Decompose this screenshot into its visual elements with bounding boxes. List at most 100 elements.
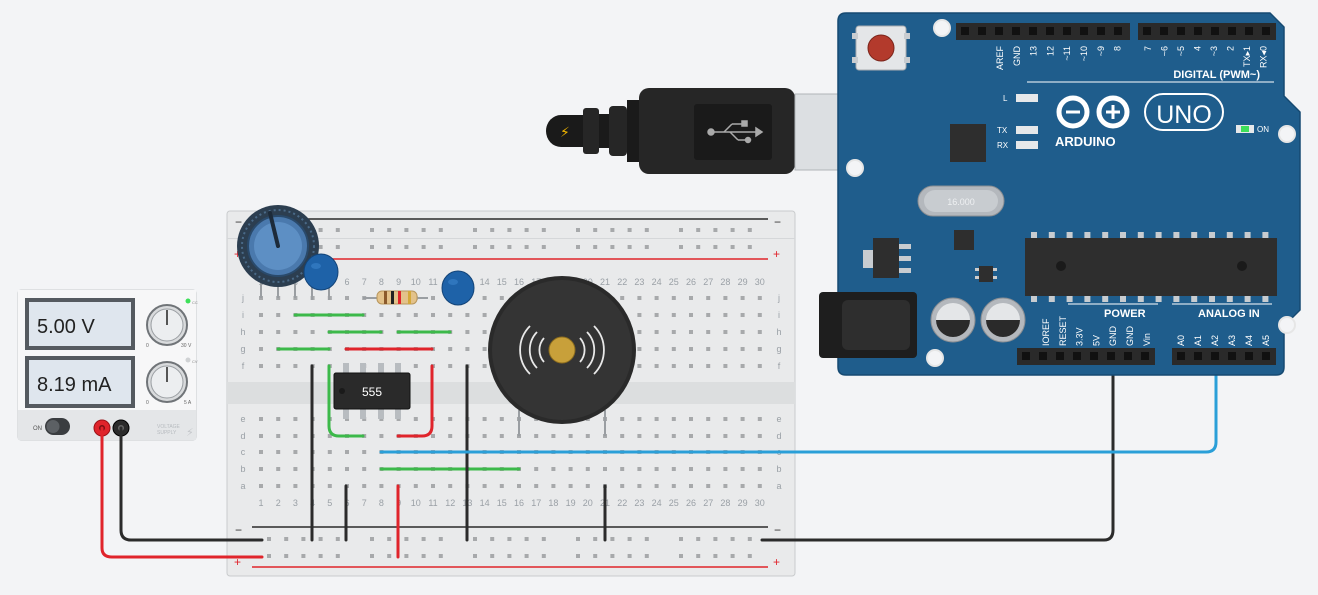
rail-hole[interactable]: [593, 554, 598, 558]
hole[interactable]: [689, 434, 693, 438]
rail-hole[interactable]: [627, 537, 632, 541]
current-knob[interactable]: [146, 361, 188, 403]
rail-hole[interactable]: [696, 245, 701, 249]
hole[interactable]: [757, 313, 762, 317]
hole[interactable]: [499, 417, 504, 421]
hole[interactable]: [259, 450, 263, 454]
hole[interactable]: [259, 347, 263, 351]
hole[interactable]: [637, 434, 642, 438]
header-pin[interactable]: [1160, 27, 1168, 35]
rail-hole[interactable]: [524, 554, 529, 558]
hole[interactable]: [620, 484, 625, 488]
rail-hole[interactable]: [524, 228, 529, 232]
rail-hole[interactable]: [541, 228, 546, 232]
rail-hole[interactable]: [318, 554, 323, 558]
rail-hole[interactable]: [627, 554, 632, 558]
rail-hole[interactable]: [713, 228, 718, 232]
hole[interactable]: [379, 434, 384, 438]
hole[interactable]: [706, 484, 711, 488]
rail-hole[interactable]: [318, 228, 323, 232]
hole[interactable]: [706, 330, 711, 334]
hole[interactable]: [671, 330, 676, 334]
header-pin[interactable]: [1080, 27, 1088, 35]
rail-hole[interactable]: [507, 228, 512, 232]
hole[interactable]: [654, 417, 659, 421]
rail-hole[interactable]: [370, 554, 374, 558]
hole[interactable]: [723, 296, 728, 300]
hole[interactable]: [757, 347, 762, 351]
hole[interactable]: [482, 296, 487, 300]
rail-hole[interactable]: [679, 554, 683, 558]
hole[interactable]: [637, 364, 642, 368]
hole[interactable]: [327, 434, 332, 438]
rail-hole[interactable]: [541, 245, 546, 249]
rail-hole[interactable]: [524, 537, 529, 541]
hole[interactable]: [448, 347, 453, 351]
hole[interactable]: [259, 434, 263, 438]
rail-hole[interactable]: [490, 228, 495, 232]
hole[interactable]: [482, 347, 487, 351]
hole[interactable]: [310, 330, 315, 334]
header-pin[interactable]: [1177, 27, 1185, 35]
rail-hole[interactable]: [679, 245, 683, 249]
hole[interactable]: [637, 467, 642, 471]
hole[interactable]: [276, 434, 281, 438]
hole[interactable]: [671, 484, 676, 488]
header-pin[interactable]: [1211, 27, 1219, 35]
rail-hole[interactable]: [490, 537, 495, 541]
hole[interactable]: [259, 484, 263, 488]
hole[interactable]: [689, 484, 693, 488]
rail-hole[interactable]: [679, 228, 683, 232]
reset-button[interactable]: [852, 25, 910, 71]
rail-hole[interactable]: [421, 245, 426, 249]
hole[interactable]: [482, 484, 487, 488]
hole[interactable]: [259, 417, 263, 421]
piezo-buzzer[interactable]: [488, 276, 636, 436]
rail-hole[interactable]: [507, 245, 512, 249]
hole[interactable]: [379, 313, 384, 317]
rail-hole[interactable]: [644, 537, 649, 541]
header-pin[interactable]: [1029, 27, 1037, 35]
hole[interactable]: [654, 467, 659, 471]
header-pin[interactable]: [1022, 352, 1030, 360]
hole[interactable]: [345, 467, 349, 471]
header-pin[interactable]: [1143, 27, 1151, 35]
header-pin[interactable]: [1039, 352, 1047, 360]
rail-hole[interactable]: [335, 554, 340, 558]
hole[interactable]: [293, 330, 298, 334]
rail-hole[interactable]: [730, 537, 735, 541]
rail-hole[interactable]: [438, 245, 443, 249]
rail-hole[interactable]: [490, 554, 495, 558]
hole[interactable]: [413, 484, 418, 488]
hole[interactable]: [413, 364, 418, 368]
hole[interactable]: [603, 467, 607, 471]
rail-hole[interactable]: [696, 554, 701, 558]
rail-hole[interactable]: [404, 554, 409, 558]
header-pin[interactable]: [1262, 352, 1270, 360]
hole[interactable]: [413, 313, 418, 317]
hole[interactable]: [499, 484, 504, 488]
header-pin[interactable]: [1056, 352, 1064, 360]
hole[interactable]: [689, 364, 693, 368]
rail-hole[interactable]: [610, 537, 615, 541]
hole[interactable]: [671, 467, 676, 471]
rail-hole[interactable]: [593, 537, 598, 541]
rail-hole[interactable]: [507, 537, 512, 541]
rail-hole[interactable]: [318, 245, 323, 249]
hole[interactable]: [723, 347, 728, 351]
hole[interactable]: [465, 330, 470, 334]
hole[interactable]: [431, 434, 435, 438]
analog-header[interactable]: [1172, 348, 1276, 365]
header-pin[interactable]: [1073, 352, 1081, 360]
hole[interactable]: [757, 296, 762, 300]
hole[interactable]: [689, 467, 693, 471]
rail-hole[interactable]: [747, 245, 752, 249]
rail-hole[interactable]: [284, 554, 289, 558]
hole[interactable]: [637, 484, 642, 488]
header-pin[interactable]: [1114, 27, 1122, 35]
rail-hole[interactable]: [730, 554, 735, 558]
resistor[interactable]: [363, 290, 428, 305]
hole[interactable]: [689, 313, 693, 317]
rail-hole[interactable]: [473, 537, 477, 541]
rail-hole[interactable]: [644, 228, 649, 232]
